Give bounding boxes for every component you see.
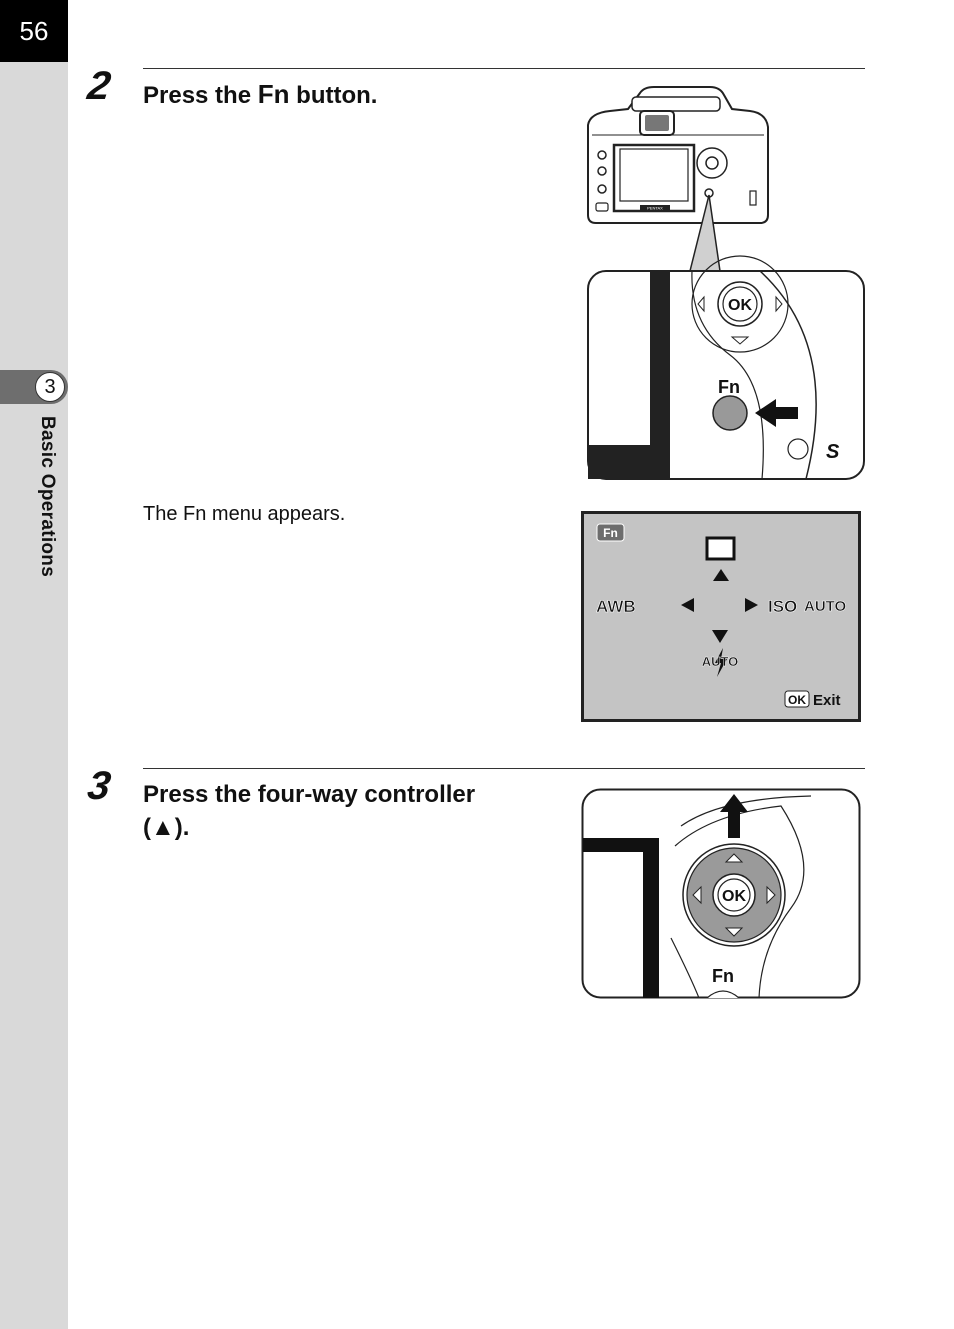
step-2-rule — [143, 68, 865, 69]
step-3-rule — [143, 768, 865, 769]
controller-ok-label: OK — [722, 888, 746, 905]
menu-right-auto: AUTO — [804, 598, 847, 615]
step-3-instruction: Press the four-way controller (▲). — [143, 778, 475, 844]
step-3-number: 3 — [84, 764, 114, 808]
chapter-title: Basic Operations — [37, 416, 58, 578]
step-2-text-after: button. — [289, 82, 378, 109]
note-text: The Fn menu appears. — [143, 503, 346, 525]
fn-badge: Fn — [603, 526, 618, 540]
zoom-fn-label: Fn — [718, 377, 740, 397]
camera-brand: PENTAX — [647, 206, 663, 211]
flash-icon — [715, 648, 727, 677]
fn-menu-screen: Fn AWB ISO AUTO AUTO OK Exit — [581, 511, 861, 722]
step-2-number: 2 — [84, 64, 114, 108]
zoom-ok-label: OK — [728, 297, 752, 314]
up-arrow-icon — [713, 569, 729, 581]
menu-bottom-label: AUTO — [702, 654, 739, 669]
step-2-text-before: Press the — [143, 82, 258, 109]
sidebar — [0, 0, 68, 1329]
down-arrow-icon — [712, 630, 728, 643]
left-arrow-icon — [681, 598, 694, 612]
step-3-line-1: Press the four-way controller — [143, 781, 476, 808]
right-arrow-icon — [745, 598, 758, 612]
sd-mark: S — [826, 441, 840, 463]
controller-fn-label: Fn — [712, 966, 734, 986]
drive-mode-icon — [705, 536, 736, 561]
press-up-arrow-icon — [720, 794, 748, 838]
four-way-controller-illustration: OK Fn — [581, 788, 861, 999]
menu-left-label: AWB — [596, 597, 636, 616]
chapter-number: 3 — [35, 372, 65, 402]
page-number: 56 — [0, 0, 68, 62]
exit-ok-key: OK — [788, 693, 806, 707]
camera-back-illustration: PENTAX OK Fn S — [587, 86, 865, 480]
step-3-line-2: (▲). — [143, 814, 190, 841]
fn-key-label: Fn — [257, 79, 290, 109]
step-2-instruction: Press the Fn button. — [143, 78, 377, 112]
menu-right-iso: ISO — [768, 597, 797, 616]
exit-label: Exit — [813, 692, 841, 709]
